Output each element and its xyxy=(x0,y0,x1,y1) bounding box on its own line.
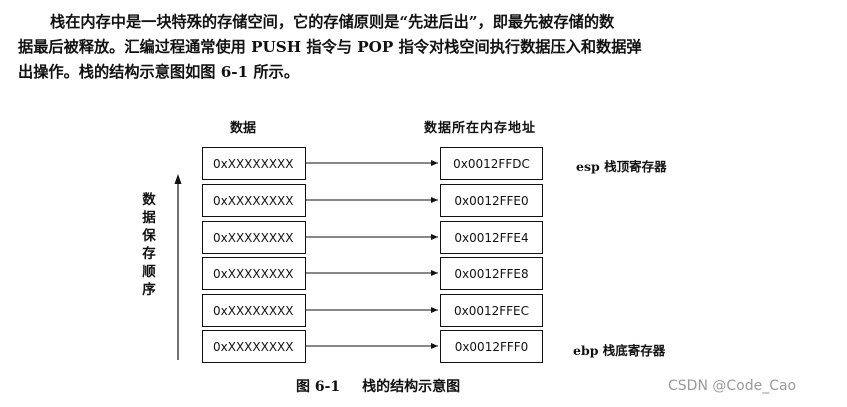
data-cell-5: 0xXXXXXXXX xyxy=(202,330,306,363)
order-char-4: 顺 xyxy=(142,264,156,280)
order-up-arrowhead xyxy=(174,174,182,184)
order-char-2: 保 xyxy=(142,228,156,244)
figure-title: 栈的结构示意图 xyxy=(362,379,461,395)
csdn-watermark: CSDN @Code_Cao xyxy=(668,378,797,394)
order-char-5: 序 xyxy=(142,282,156,298)
figure-number: 图 6-1 xyxy=(296,379,341,395)
order-char-1: 据 xyxy=(142,210,156,226)
esp-register-label: esp 栈顶寄存器 xyxy=(576,159,667,174)
address-cell-3: 0x0012FFE8 xyxy=(440,257,543,290)
data-cell-0: 0xXXXXXXXX xyxy=(202,147,306,180)
address-cell-2: 0x0012FFE4 xyxy=(440,221,543,254)
data-column-header: 数据 xyxy=(230,121,257,136)
paragraph-line-2: 据最后被释放。汇编过程通常使用 PUSH 指令与 POP 指令对栈空间执行数据压… xyxy=(18,38,642,56)
data-cell-2: 0xXXXXXXXX xyxy=(202,221,306,254)
address-cell-4: 0x0012FFEC xyxy=(440,294,543,327)
paragraph-line-1: 栈在内存中是一块特殊的存储空间，它的存储原则是“先进后出”，即最先被存储的数 xyxy=(50,13,615,31)
data-cell-3: 0xXXXXXXXX xyxy=(202,257,306,290)
body-paragraph: 栈在内存中是一块特殊的存储空间，它的存储原则是“先进后出”，即最先被存储的数 据… xyxy=(18,10,830,85)
ebp-register-label: ebp 栈底寄存器 xyxy=(573,343,666,358)
address-column-header: 数据所在内存地址 xyxy=(424,121,537,136)
order-char-0: 数 xyxy=(142,192,156,208)
storage-order-label: 数 据 保 存 顺 序 xyxy=(141,191,157,299)
data-cell-1: 0xXXXXXXXX xyxy=(202,184,306,217)
figure-caption: 图 6-1 栈的结构示意图 xyxy=(296,376,460,396)
data-cell-4: 0xXXXXXXXX xyxy=(202,294,306,327)
paragraph-line-3: 出操作。栈的结构示意图如图 6-1 所示。 xyxy=(18,63,300,81)
address-cell-0: 0x0012FFDC xyxy=(440,147,543,180)
address-cell-1: 0x0012FFE0 xyxy=(440,184,543,217)
address-cell-5: 0x0012FFF0 xyxy=(440,330,543,363)
order-char-3: 存 xyxy=(142,246,156,262)
